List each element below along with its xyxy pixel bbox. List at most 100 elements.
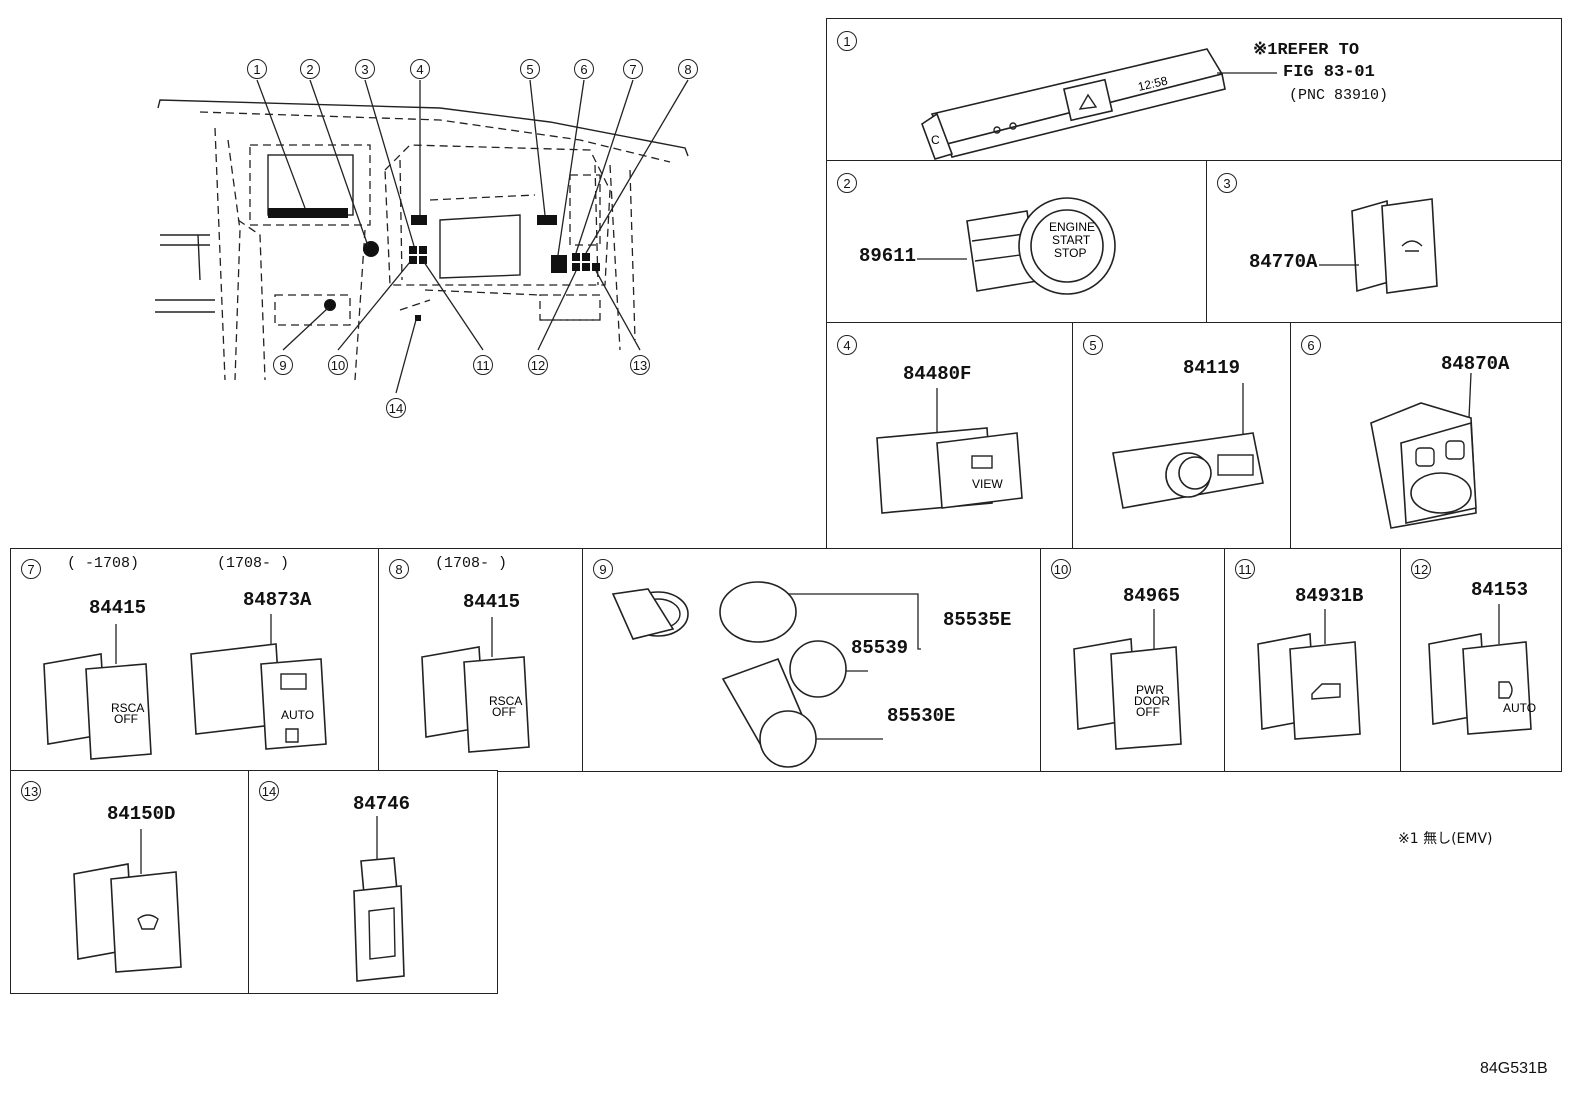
leader-line <box>1217 72 1277 74</box>
part-number-89611: 89611 <box>859 245 917 267</box>
leader-line <box>917 258 967 260</box>
part-number-84153: 84153 <box>1471 579 1529 601</box>
panel-number: 10 <box>1051 559 1071 579</box>
part-number-84965: 84965 <box>1123 585 1181 607</box>
date-range-1: ( -1708) <box>67 555 140 572</box>
panel-number: 14 <box>259 781 279 801</box>
footnote-emv: ※1 無し(EMV) <box>1398 831 1493 847</box>
panel-12: 12 84153 AUTO <box>1400 548 1562 772</box>
button-text-rsca: RSCA <box>489 694 522 708</box>
panel-number: 13 <box>21 781 41 801</box>
panel-14: 14 84746 <box>248 770 498 994</box>
part-number-84873a: 84873A <box>243 589 312 611</box>
part-number-84150d: 84150D <box>107 803 176 825</box>
power-door-switch-drawing: PWR DOOR OFF <box>1073 609 1182 750</box>
overview-callout-6: 6 <box>574 59 594 79</box>
panel-4: 4 84480F VIEW <box>826 322 1074 550</box>
panel-number: 12 <box>1411 559 1431 579</box>
panel-number: 7 <box>21 559 41 579</box>
power-outlet-drawing <box>611 581 921 768</box>
note-refer-to: ※1REFER TO <box>1253 41 1360 60</box>
connector-84746-drawing <box>353 816 405 982</box>
note-pnc: (PNC 83910) <box>1289 87 1389 104</box>
overview-callout-1: 1 <box>247 59 267 79</box>
dimmer-switch-drawing <box>1112 383 1264 509</box>
hazard-switch-panel-drawing: 12:58 C <box>921 48 1226 160</box>
panel-number: 9 <box>593 559 613 579</box>
overview-callout-14: 14 <box>386 398 406 418</box>
overview-callout-2: 2 <box>300 59 320 79</box>
overview-callout-3: 3 <box>355 59 375 79</box>
panel-number: 4 <box>837 335 857 355</box>
fog-light-switch-drawing <box>73 829 182 973</box>
button-text-door: DOOR <box>1134 694 1170 708</box>
engine-start-button-drawing: ENGINE START STOP <box>966 197 1116 295</box>
panel-number: 8 <box>389 559 409 579</box>
part-number-84770a: 84770A <box>1249 251 1318 273</box>
part-number-84746: 84746 <box>353 793 411 815</box>
date-range: (1708- ) <box>435 555 508 572</box>
overview-callout-12: 12 <box>528 355 548 375</box>
panel-7: 7 ( -1708) (1708- ) 84415 84873A RSCA OF… <box>10 548 380 772</box>
switch-84931b-drawing <box>1257 609 1361 740</box>
panel-number: 6 <box>1301 335 1321 355</box>
date-range-2: (1708- ) <box>217 555 290 572</box>
button-text-1: ENGINE <box>1049 220 1095 234</box>
note-fig: FIG 83-01 <box>1283 63 1375 82</box>
overview-callout-9: 9 <box>273 355 293 375</box>
panel-number: 1 <box>837 31 857 51</box>
part-number-84480f: 84480F <box>903 363 972 385</box>
overview-callout-4: 4 <box>410 59 430 79</box>
mirror-switch-drawing <box>1370 372 1477 529</box>
panel-8: 8 (1708- ) 84415 RSCA OFF <box>378 548 584 772</box>
overview-callout-5: 5 <box>520 59 540 79</box>
overview-callout-8: 8 <box>678 59 698 79</box>
part-number-84931b: 84931B <box>1295 585 1364 607</box>
part-number-84415: 84415 <box>463 591 521 613</box>
button-text-off: OFF <box>1136 705 1160 719</box>
panel-1: 1 12:58 C ※1REFER TO FIG 83-01 (PNC 8391… <box>826 18 1562 162</box>
dashboard-overview: 1 2 3 4 5 6 7 8 9 10 11 12 13 14 <box>140 50 700 430</box>
panel-number: 2 <box>837 173 857 193</box>
rsca-switch-drawing: RSCA OFF <box>43 624 152 760</box>
overview-callout-11: 11 <box>473 355 493 375</box>
svg-text:C: C <box>931 133 940 147</box>
clock-display-text: 12:58 <box>1137 73 1170 93</box>
overview-callout-10: 10 <box>328 355 348 375</box>
view-switch-drawing: VIEW <box>876 388 1023 514</box>
part-number-84870a: 84870A <box>1441 353 1510 375</box>
part-number-84119: 84119 <box>1183 357 1241 379</box>
button-text-rsca: RSCA <box>111 701 144 715</box>
panel-9: 9 85535E 85539 85530E <box>582 548 1042 772</box>
panel-11: 11 84931B <box>1224 548 1402 772</box>
panel-number: 11 <box>1235 559 1255 579</box>
panel-13: 13 84150D <box>10 770 250 994</box>
panel-10: 10 84965 PWR DOOR OFF <box>1040 548 1226 772</box>
panel-5: 5 84119 <box>1072 322 1292 550</box>
overview-callout-13: 13 <box>630 355 650 375</box>
button-text-off: OFF <box>492 705 516 719</box>
overview-callout-7: 7 <box>623 59 643 79</box>
dashboard-drawing <box>155 79 689 394</box>
button-text-3: STOP <box>1054 246 1086 260</box>
panel-2: 2 ENGINE START STOP 89611 <box>826 160 1208 324</box>
leader-line <box>1319 264 1359 266</box>
figure-code: 84G531B <box>1480 1060 1548 1077</box>
part-number-85530e: 85530E <box>887 705 956 727</box>
part-number-84415: 84415 <box>89 597 147 619</box>
button-text-auto: AUTO <box>281 708 314 722</box>
auto-light-switch-drawing: AUTO <box>1428 604 1536 735</box>
switch-84873a-drawing: AUTO <box>190 614 327 750</box>
rsca-switch-drawing: RSCA OFF <box>421 617 530 753</box>
panel-3: 3 84770A <box>1206 160 1562 324</box>
part-number-85539: 85539 <box>851 637 909 659</box>
part-number-85535e: 85535E <box>943 609 1012 631</box>
button-text-2: START <box>1052 233 1091 247</box>
button-text-off: OFF <box>114 712 138 726</box>
panel-number: 3 <box>1217 173 1237 193</box>
switch-84770a-drawing <box>1351 198 1438 294</box>
panel-6: 6 84870A <box>1290 322 1562 550</box>
button-text-auto: AUTO <box>1503 701 1536 715</box>
button-text-view: VIEW <box>972 477 1003 491</box>
panel-number: 5 <box>1083 335 1103 355</box>
